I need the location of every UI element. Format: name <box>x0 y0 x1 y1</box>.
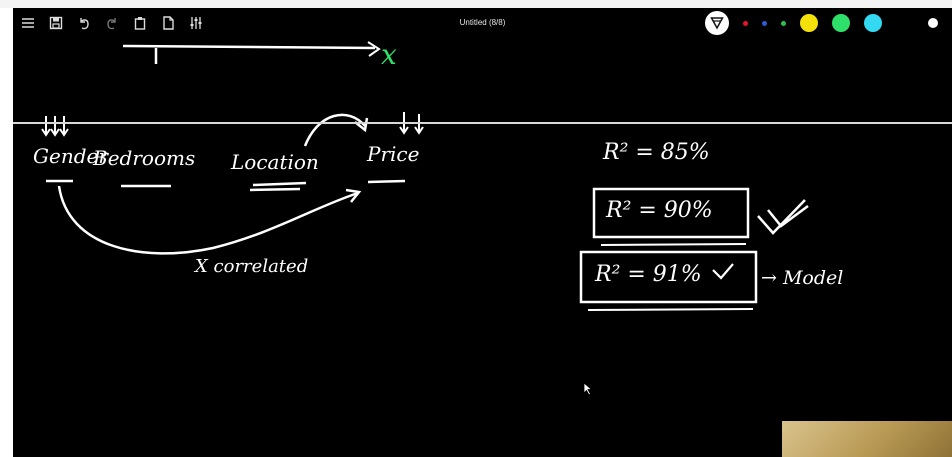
r2-value-85: R² = 85% <box>603 140 710 165</box>
filter-icon[interactable] <box>705 11 729 35</box>
undo-icon[interactable] <box>73 12 95 34</box>
label-gender: Gender <box>33 144 108 168</box>
toolbar-left-group <box>17 12 213 34</box>
new-page-icon[interactable] <box>157 12 179 34</box>
label-bedrooms: Bedrooms <box>93 146 196 170</box>
underline-location-2 <box>249 187 301 192</box>
color-swatch-light-green[interactable] <box>832 14 850 32</box>
check-mark-1 <box>757 199 806 235</box>
check-mark-3 <box>712 263 734 280</box>
r2-box-90 <box>592 187 750 239</box>
down-arrow-2 <box>50 116 60 137</box>
r2-value-90: R² = 90% <box>606 198 713 223</box>
color-swatch-white[interactable] <box>928 18 938 28</box>
check-mark-2 <box>767 204 809 228</box>
redo-icon[interactable] <box>101 12 123 34</box>
page-divider <box>13 122 952 124</box>
ink-strokes <box>41 41 809 311</box>
underline-location-1 <box>252 181 307 187</box>
whiteboard-app: Untitled (8/8) <box>13 8 952 457</box>
clipboard-icon[interactable] <box>129 12 151 34</box>
underline-price <box>367 179 406 184</box>
arrow-head-2 <box>345 188 362 203</box>
color-swatch-blue[interactable] <box>762 20 767 26</box>
color-palette <box>705 11 938 35</box>
label-model: → Model <box>761 267 844 289</box>
color-swatch-red[interactable] <box>743 20 748 26</box>
r2-box-91 <box>579 250 758 304</box>
menu-icon[interactable] <box>17 12 39 34</box>
mouse-cursor-icon <box>583 382 593 401</box>
drawing-canvas[interactable]: x Gender Bedrooms Location Price X corre… <box>13 38 952 457</box>
color-swatch-black[interactable] <box>896 14 914 32</box>
arrow-gender-to-price <box>57 185 359 255</box>
webcam-overlay <box>782 421 952 457</box>
down-arrow-3 <box>59 116 69 137</box>
r2-box-91-underline <box>587 308 754 311</box>
axis-line <box>122 44 376 50</box>
arrow-location-to-price <box>303 113 366 147</box>
save-icon[interactable] <box>45 12 67 34</box>
down-arrow-1 <box>41 116 51 137</box>
color-swatch-green[interactable] <box>781 20 786 26</box>
label-price: Price <box>367 142 420 166</box>
r2-value-91: R² = 91% <box>595 262 702 287</box>
toolbar: Untitled (8/8) <box>13 8 952 38</box>
axis-arrow <box>367 41 381 57</box>
label-location: Location <box>231 150 319 174</box>
r2-box-90-underline <box>600 243 747 246</box>
settings-sliders-icon[interactable] <box>185 12 207 34</box>
color-swatch-yellow[interactable] <box>800 14 818 32</box>
window-caption-strip <box>0 0 952 8</box>
label-x-correlated: X correlated <box>195 256 309 277</box>
color-swatch-cyan[interactable] <box>864 14 882 32</box>
label-x: x <box>381 38 397 71</box>
